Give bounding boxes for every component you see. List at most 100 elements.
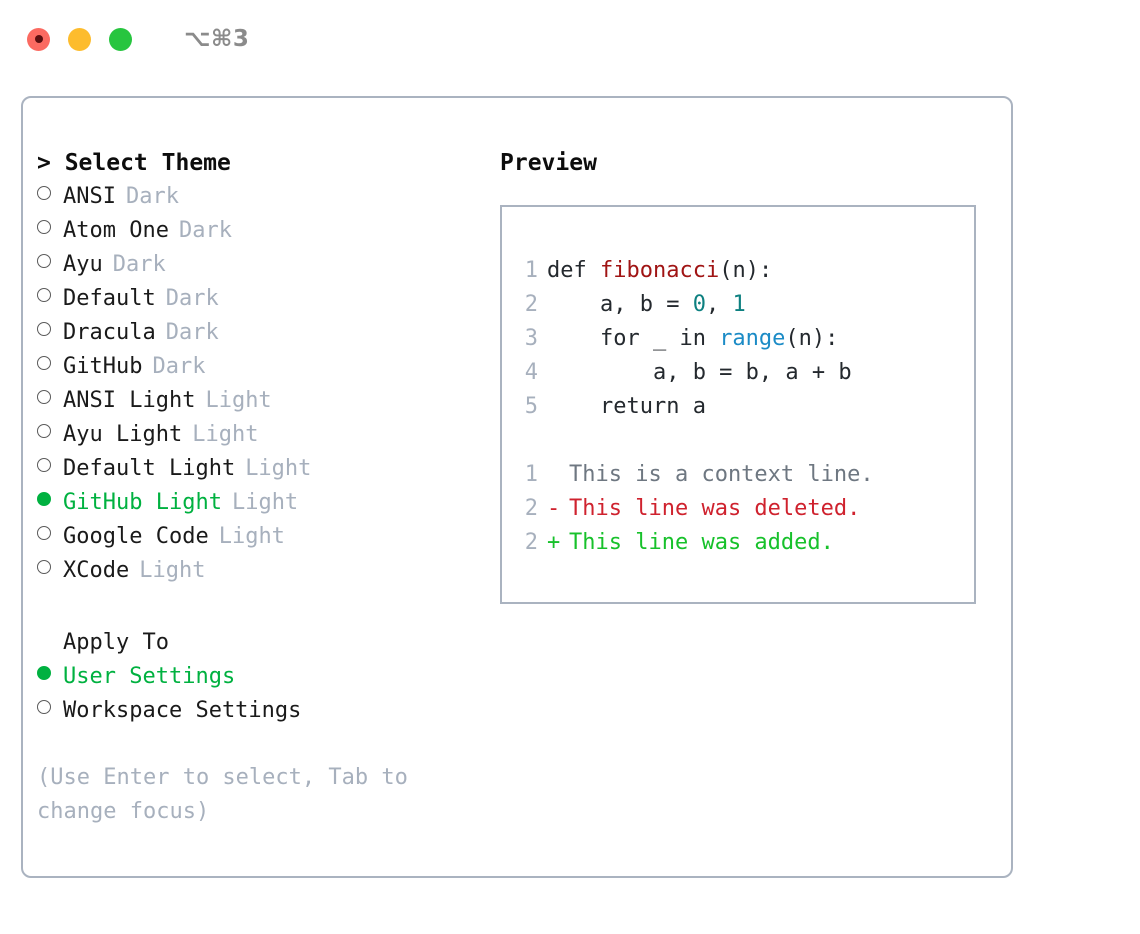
diff-line-text: -This line was deleted. [547, 492, 860, 526]
theme-option-tag: Dark [152, 354, 206, 379]
theme-option-tag: Dark [165, 320, 219, 345]
radio-unselected-icon [37, 700, 51, 714]
diff-line: 1 This is a context line. [516, 458, 968, 492]
diff-line-text: This is a context line. [547, 458, 874, 492]
radio-unselected-icon [37, 220, 51, 234]
apply-to-option[interactable]: Workspace Settings [37, 694, 487, 728]
code-token: 0 [692, 292, 706, 317]
line-number: 2 [524, 496, 538, 521]
code-line-text: def fibonacci(n): [547, 254, 772, 288]
theme-option-label: ANSI [63, 184, 116, 209]
code-token: for _ in [547, 326, 720, 351]
code-token: a, b = [547, 292, 693, 317]
theme-option-tag: Light [231, 490, 299, 515]
code-token: a, b = b, a + b [547, 360, 852, 385]
theme-option-tag: Dark [178, 218, 232, 243]
radio-unselected-icon [37, 424, 51, 438]
code-line-text: a, b = b, a + b [547, 356, 852, 390]
theme-option[interactable]: GitHub Light Light [37, 486, 487, 520]
code-line: 3 for _ in range(n): [516, 322, 968, 356]
theme-option-tag: Light [192, 422, 259, 447]
theme-option-tag: Dark [112, 252, 166, 277]
apply-to-option[interactable]: User Settings [37, 660, 487, 694]
apply-to-option-label: Workspace Settings [63, 698, 302, 723]
theme-option[interactable]: Default Dark [37, 282, 487, 316]
theme-option-label: Default [63, 286, 156, 311]
radio-unselected-icon [37, 254, 51, 268]
code-token: def [547, 258, 600, 283]
code-token: range [719, 326, 786, 351]
theme-option-label: ANSI Light [63, 388, 196, 413]
theme-option-label: Default Light [63, 456, 236, 481]
radio-unselected-icon [37, 390, 51, 404]
minimize-button[interactable] [68, 27, 91, 51]
radio-unselected-icon [37, 526, 51, 540]
radio-selected-icon [37, 492, 51, 506]
traffic-lights [27, 27, 132, 51]
line-number: 5 [524, 394, 538, 419]
code-line: 2 a, b = 0, 1 [516, 288, 968, 322]
diff-marker: - [547, 496, 561, 521]
code-line: 1 def fibonacci(n): [516, 254, 968, 288]
line-number: 2 [524, 292, 538, 317]
code-token: (n): [719, 258, 773, 283]
theme-option-label: GitHub [63, 354, 143, 379]
theme-option[interactable]: Default Light Light [37, 452, 487, 486]
theme-option-tag: Light [218, 524, 285, 549]
code-line: 5 return a [516, 390, 968, 424]
line-number: 4 [524, 360, 538, 385]
theme-option[interactable]: ANSI Light Light [37, 384, 487, 418]
diff-line: 2-This line was deleted. [516, 492, 968, 526]
theme-option-tag: Light [245, 456, 312, 481]
theme-option-label: Ayu Light [63, 422, 183, 447]
theme-option[interactable]: GitHub Dark [37, 350, 487, 384]
close-button[interactable] [27, 27, 50, 51]
code-token: 1 [732, 292, 746, 317]
line-number: 2 [524, 530, 538, 555]
theme-option-tag: Light [205, 388, 272, 413]
keyboard-hint: (Use Enter to select, Tab to change focu… [37, 765, 408, 824]
radio-unselected-icon [37, 560, 51, 574]
code-line-text: return a [547, 390, 706, 424]
line-number: 1 [524, 258, 538, 283]
theme-option[interactable]: Ayu Light Light [37, 418, 487, 452]
theme-option-label: Ayu [63, 252, 103, 277]
theme-option-tag: Light [139, 558, 206, 583]
theme-option-label: Dracula [63, 320, 156, 345]
radio-unselected-icon [37, 458, 51, 472]
theme-option-label: Google Code [63, 524, 209, 549]
radio-selected-icon [37, 666, 51, 680]
code-token: , [705, 292, 733, 317]
theme-option[interactable]: Ayu Dark [37, 248, 487, 282]
preview-title: Preview [500, 150, 597, 176]
diff-text: This is a context line. [569, 462, 874, 487]
radio-unselected-icon [37, 356, 51, 370]
apply-to-option-label: User Settings [63, 664, 236, 689]
apply-to-header: Apply To [63, 630, 169, 655]
line-number: 1 [524, 462, 538, 487]
theme-option[interactable]: Google Code Light [37, 520, 487, 554]
maximize-button[interactable] [109, 27, 132, 51]
code-line: 4 a, b = b, a + b [516, 356, 968, 390]
theme-option-label: GitHub Light [63, 490, 222, 515]
diff-text: This line was deleted. [569, 496, 861, 521]
theme-option-tag: Dark [165, 286, 219, 311]
theme-option[interactable]: Dracula Dark [37, 316, 487, 350]
window-title: ⌥⌘3 [184, 26, 250, 52]
code-line-text: for _ in range(n): [547, 322, 838, 356]
theme-section-header: > Select Theme [37, 150, 231, 176]
radio-unselected-icon [37, 322, 51, 336]
diff-text: This line was added. [569, 530, 834, 555]
diff-marker [547, 458, 569, 492]
